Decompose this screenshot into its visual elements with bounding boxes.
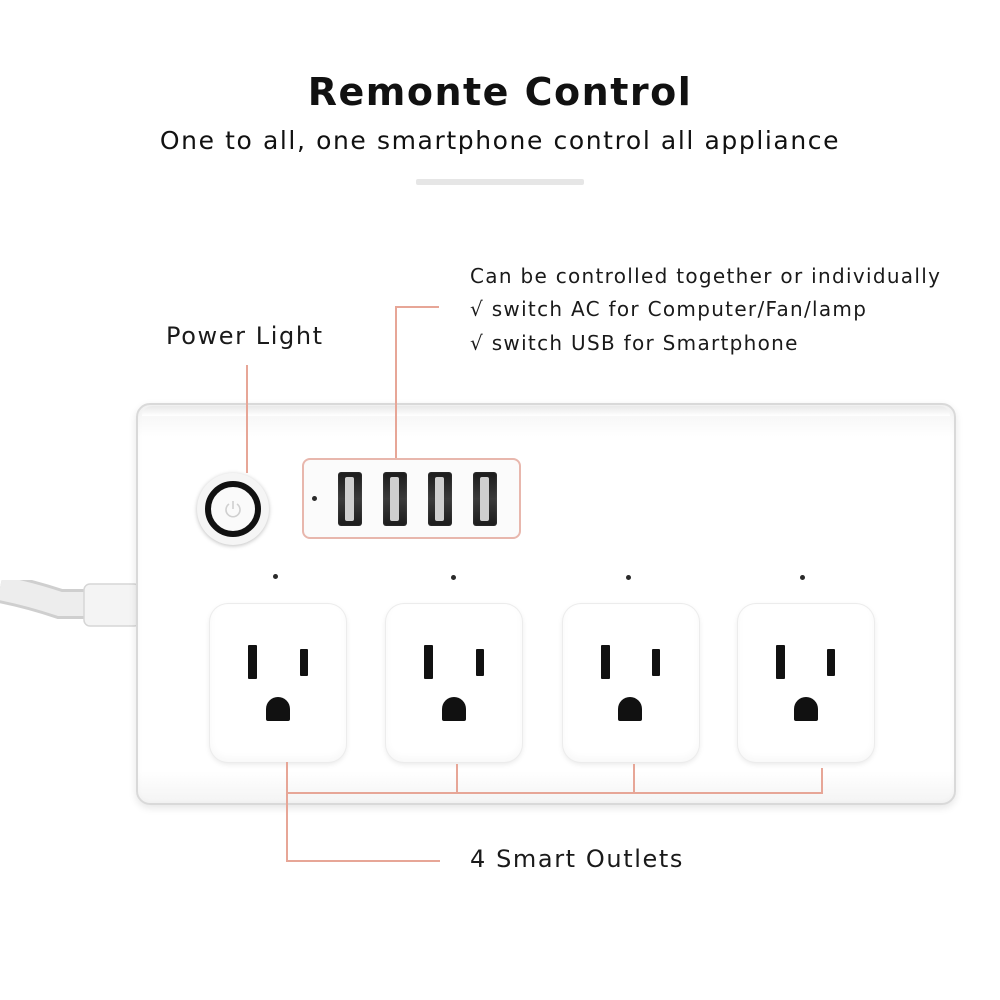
outlet-4-ground bbox=[794, 697, 818, 721]
outlet-4[interactable] bbox=[738, 604, 874, 762]
outlet-1-slot-left bbox=[248, 645, 257, 679]
page-title: Remonte Control bbox=[307, 70, 693, 114]
outlet-1-ground bbox=[266, 697, 290, 721]
outlet-4-slot-left bbox=[776, 645, 785, 679]
power-light-callout-line bbox=[246, 365, 248, 473]
outlet-2[interactable] bbox=[386, 604, 522, 762]
outlet-3-slot-right bbox=[652, 649, 660, 676]
outlet-3-slot-left bbox=[601, 645, 610, 679]
outlets-bracket-tick-2 bbox=[456, 764, 458, 794]
outlet-4-slot-right bbox=[827, 649, 835, 676]
outlets-bracket-tick-4 bbox=[821, 768, 823, 794]
outlet-1-slot-right bbox=[300, 649, 308, 676]
outlet-led-1 bbox=[273, 574, 278, 579]
outlet-led-2 bbox=[451, 575, 456, 580]
usb-port-3[interactable] bbox=[428, 472, 452, 526]
title-divider bbox=[416, 179, 584, 185]
usb-callout-line-vertical bbox=[395, 306, 397, 458]
outlet-led-4 bbox=[800, 575, 805, 580]
page-subtitle: One to all, one smartphone control all a… bbox=[159, 126, 841, 155]
usb-callout-line-3: √ switch USB for Smartphone bbox=[470, 331, 799, 355]
outlet-2-ground bbox=[442, 697, 466, 721]
outlets-bracket-tick-3 bbox=[633, 764, 635, 794]
outlets-bracket-horizontal bbox=[286, 792, 823, 794]
power-strip-top-edge bbox=[142, 406, 950, 416]
power-icon bbox=[225, 501, 241, 518]
outlets-callout-leader bbox=[286, 860, 440, 862]
outlet-2-slot-right bbox=[476, 649, 484, 676]
outlets-bracket-left bbox=[286, 762, 288, 862]
usb-callout-line-2: √ switch AC for Computer/Fan/lamp bbox=[470, 297, 868, 321]
usb-port-2[interactable] bbox=[383, 472, 407, 526]
usb-port-1[interactable] bbox=[338, 472, 362, 526]
power-cable bbox=[0, 580, 140, 627]
usb-callout-line-1: Can be controlled together or individual… bbox=[470, 264, 942, 288]
usb-callout-line-horizontal bbox=[395, 306, 439, 308]
outlet-2-slot-left bbox=[424, 645, 433, 679]
outlet-3-ground bbox=[618, 697, 642, 721]
power-light-label: Power Light bbox=[166, 322, 324, 350]
usb-led-indicator bbox=[312, 496, 317, 501]
smart-outlets-label: 4 Smart Outlets bbox=[470, 845, 684, 873]
usb-port-4[interactable] bbox=[473, 472, 497, 526]
outlet-led-3 bbox=[626, 575, 631, 580]
outlet-1[interactable] bbox=[210, 604, 346, 762]
outlet-3[interactable] bbox=[563, 604, 699, 762]
